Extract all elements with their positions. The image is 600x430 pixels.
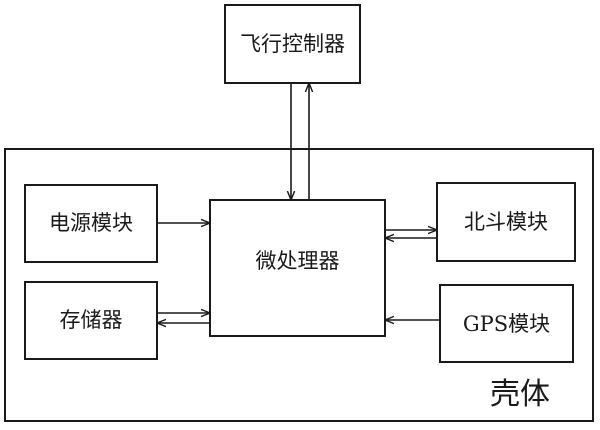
microprocessor-box [209, 199, 386, 337]
flight-controller-label: 飞行控制器 [240, 32, 345, 56]
gps-module-label: GPS模块 [463, 312, 550, 336]
housing-outline [4, 148, 594, 422]
housing-label: 壳体 [490, 377, 550, 412]
power-module-label: 电源模块 [49, 211, 133, 235]
beidou-module-label: 北斗模块 [464, 210, 548, 234]
storage-label: 存储器 [60, 308, 123, 332]
flight-controller-box [224, 4, 361, 84]
gps-module-box [439, 284, 574, 363]
microprocessor-label: 微处理器 [256, 249, 340, 273]
beidou-module-box [436, 182, 576, 262]
